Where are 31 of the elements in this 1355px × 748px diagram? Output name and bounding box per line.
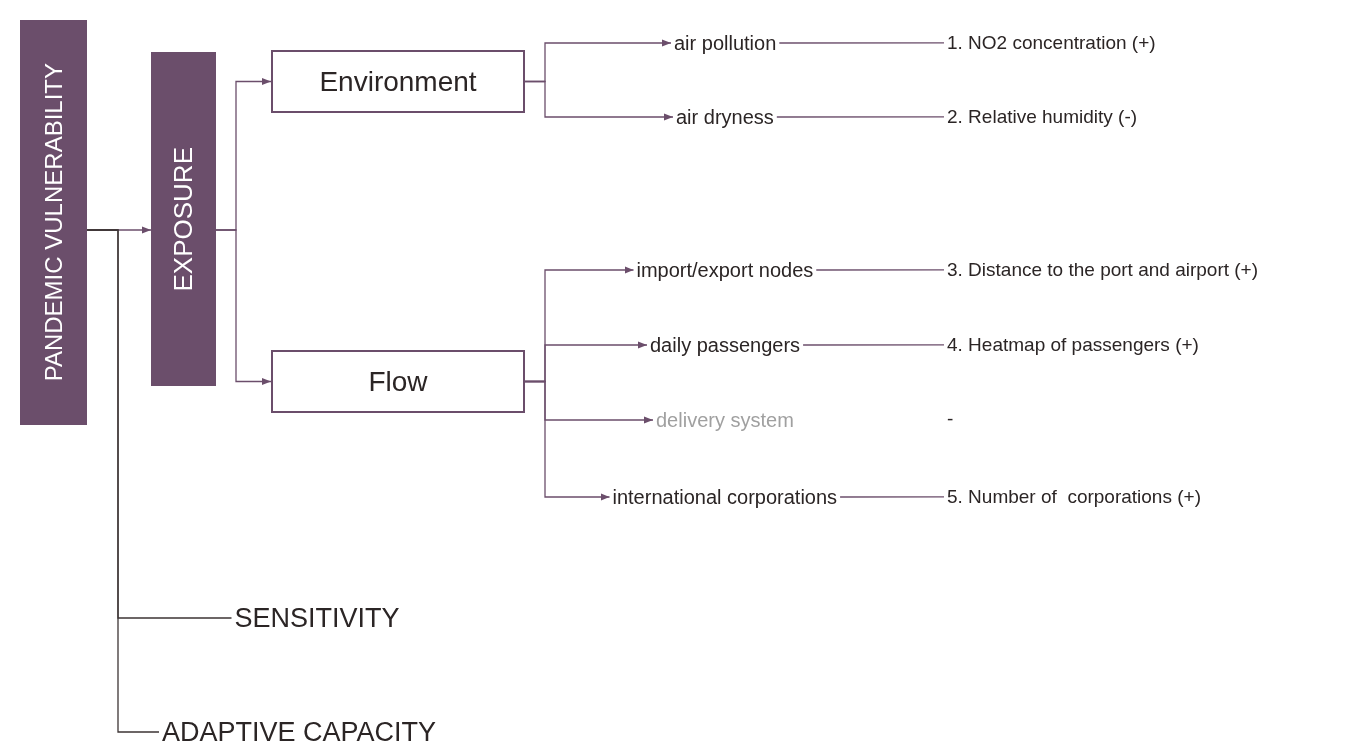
category-bar <box>20 20 87 425</box>
connector-line <box>839 496 945 498</box>
factor-label: air pollution <box>674 31 777 55</box>
placeholder-dash: - <box>947 408 954 430</box>
connector-line <box>802 344 945 346</box>
connector-line <box>86 229 160 733</box>
indicator-label: 3. Distance to the port and airport (+) <box>947 259 1259 281</box>
factor-label: air dryness <box>676 105 774 129</box>
factor-label: daily passengers <box>650 333 801 357</box>
category-bar <box>151 52 216 386</box>
box-label: Flow <box>368 365 428 398</box>
box-label: Environment <box>319 65 477 98</box>
indicator-label: 1. NO2 concentration (+) <box>947 32 1156 54</box>
arrow <box>524 380 611 501</box>
arrow <box>215 229 272 386</box>
factor-label: international corporations <box>612 485 838 509</box>
factor-label: import/export nodes <box>636 258 814 282</box>
connector-line <box>778 42 945 44</box>
category-label: SENSITIVITY <box>234 602 400 634</box>
connector-line <box>776 116 945 118</box>
category-label: ADAPTIVE CAPACITY <box>162 716 437 748</box>
connector-line <box>815 269 945 271</box>
indicator-label: 4. Heatmap of passengers (+) <box>947 334 1199 356</box>
indicator-label: 5. Number of corporations (+) <box>947 486 1201 508</box>
category-box <box>271 50 525 113</box>
category-box <box>271 350 525 413</box>
bar-label: PANDEMIC VULNERABILITY <box>39 63 68 382</box>
factor-label: delivery system <box>656 408 794 432</box>
bar-label: EXPOSURE <box>168 146 199 292</box>
indicator-label: 2. Relative humidity (-) <box>947 106 1138 128</box>
arrow <box>524 80 674 121</box>
